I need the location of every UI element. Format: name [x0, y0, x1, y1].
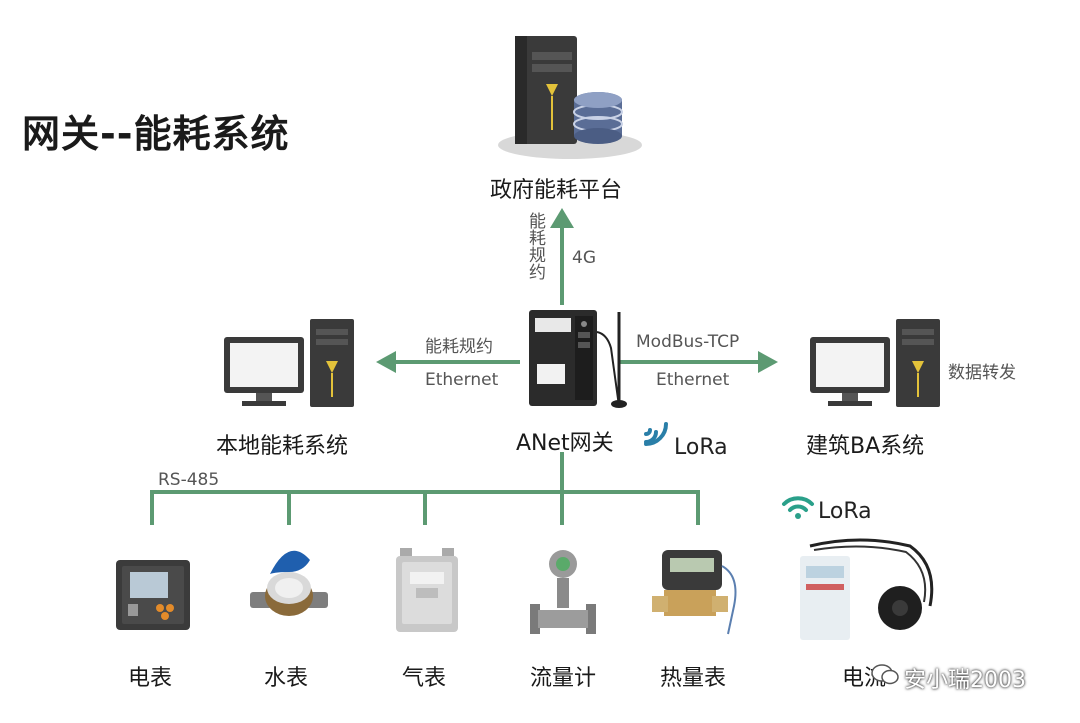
gateway-device-icon	[529, 310, 627, 408]
wifi-signal-icon	[644, 422, 668, 446]
gov-platform-label: 政府能耗平台	[490, 178, 623, 203]
electric-meter-icon	[116, 560, 190, 630]
page-title: 网关--能耗系统	[22, 112, 290, 156]
wifi-signal-icon-2	[782, 496, 814, 519]
ba-system-label: 建筑BA系统	[806, 434, 925, 459]
gas-meter-icon	[396, 548, 458, 632]
ba-computer-icon	[810, 319, 940, 407]
left-protocol-label: 能耗规约	[425, 337, 493, 357]
data-forward-label: 数据转发	[948, 363, 1016, 383]
device-label-water: 水表	[264, 666, 309, 691]
heat-meter-icon	[652, 550, 737, 635]
local-computer-icon	[224, 319, 354, 407]
up-medium-label: 4G	[572, 248, 596, 268]
left-medium-label: Ethernet	[425, 370, 499, 390]
current-sensor-icon	[800, 538, 934, 640]
up-protocol-text: 能耗规约	[525, 212, 545, 280]
local-system-label: 本地能耗系统	[216, 434, 349, 459]
gateway-lora-label: LoRa	[674, 435, 728, 460]
right-protocol-label: ModBus-TCP	[636, 332, 740, 352]
water-meter-icon	[250, 550, 328, 616]
flow-meter-icon	[530, 550, 596, 634]
gateway-label: ANet网关	[516, 431, 614, 456]
right-medium-label: Ethernet	[656, 370, 730, 390]
device-lora-label: LoRa	[818, 499, 872, 524]
device-label-heat: 热量表	[660, 666, 727, 691]
device-label-flow: 流量计	[530, 666, 597, 691]
rs485-label: RS-485	[158, 470, 220, 490]
device-label-gas: 气表	[402, 666, 447, 691]
up-protocol-label: 能耗规约	[524, 212, 545, 286]
watermark-text: 安小瑞2003	[904, 668, 1026, 693]
server-database-icon	[498, 36, 642, 159]
device-label-electric: 电表	[128, 666, 173, 691]
wechat-icon	[871, 664, 899, 685]
